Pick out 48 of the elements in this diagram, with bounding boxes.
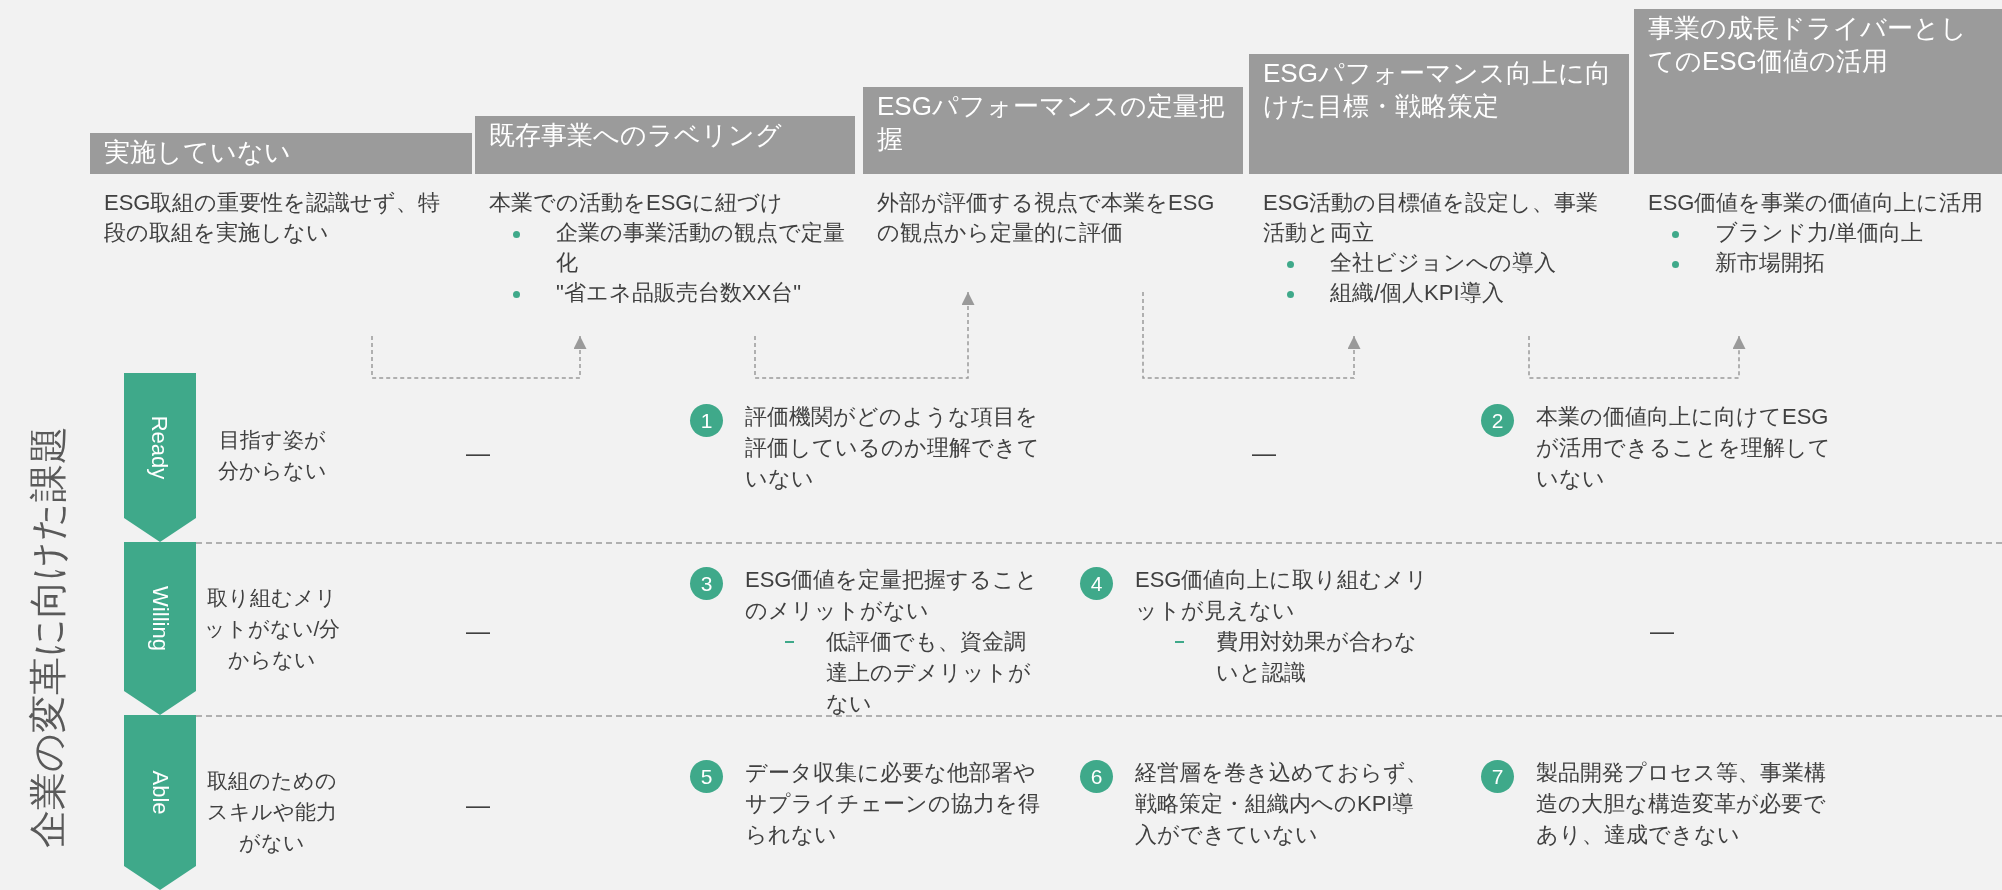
empty-dash-text: ― [466,790,490,820]
issue-text: ESG価値を定量把握することのメリットがない [745,566,1040,625]
description-text: ESG活動の目標値を設定し、事業活動と両立 [1262,189,1600,247]
empty-dash-text: ― [1252,438,1276,468]
issue-text: ESG価値向上に取り組むメリットが見えない [1135,566,1430,625]
bullet-text: "省エネ品販売台数XX台" [556,279,801,307]
header-bar: 実施していない [90,133,472,174]
number-badge: 5 [690,760,723,793]
issue-text: 本業の価値向上に向けてESGが活用できることを理解していない [1536,403,1832,493]
dashed-arrow [1142,291,1361,379]
bullet-text: 組織/個人KPI導入 [1330,279,1504,307]
number-badge: 7 [1481,760,1514,793]
empty-dash-text: ― [466,616,490,646]
bullet-text: 全社ビジョンへの導入 [1330,249,1556,277]
row-label: 取り組むメリットがない/分からない [202,585,342,673]
dashed-arrow [371,335,587,379]
row-label: 目指す姿が分からない [216,427,328,484]
number-badge: 3 [690,567,723,600]
stage-label: Ready [146,415,174,480]
description-text: ESG取組の重要性を認識せず、特段の取組を実施しない [103,189,442,247]
sub-issue-text: 費用対効果が合わないと認識 [1216,628,1418,687]
header-bar: 事業の成長ドライバーとしてのESG価値の活用 [1634,9,2002,174]
bullet-text: 企業の事業活動の観点で定量化 [556,219,846,277]
empty-dash-text: ― [1650,616,1674,646]
description-text: ESG価値を事業の価値向上に活用 [1647,189,1985,217]
description-text: 本業での活動をESGに紐づけ [488,189,785,217]
header-bar: ESGパフォーマンス向上に向けた目標・戦略策定 [1249,54,1629,174]
issue-text: 評価機関がどのような項目を評価しているのか理解できていない [745,403,1041,493]
sub-issue-text: 低評価でも、資金調達上のデメリットがない [826,628,1032,718]
number-badge: 1 [690,404,723,437]
bullet-text: 新市場開拓 [1715,249,1825,277]
issue-text: データ収集に必要な他部署やサプライチェーンの協力を得られない [745,759,1041,849]
dashed-arrow [754,291,975,379]
row-label: 取組のためのスキルや能力がない [206,768,338,856]
description-text: 外部が評価する視点で本業をESGの観点から定量的に評価 [876,189,1216,247]
header-bar: ESGパフォーマンスの定量把握 [863,87,1243,174]
number-badge: 4 [1080,567,1113,600]
issue-text: 製品開発プロセス等、事業構造の大胆な構造変革が必要であり、達成できない [1536,759,1827,849]
empty-dash-text: ― [466,438,490,468]
vertical-title: 企業の変革に向けた課題 [25,426,70,848]
issue-text: 経営層を巻き込めておらず、戦略策定・組織内へのKPI導入ができていない [1135,759,1429,849]
stage-label: Able [146,770,174,815]
stage-label: Willing [146,586,174,651]
number-badge: 2 [1481,404,1514,437]
bullet-text: ブランド力/単価向上 [1715,219,1924,247]
header-bar: 既存事業へのラベリング [475,116,855,174]
dashed-arrow [1528,335,1746,379]
number-badge: 6 [1080,760,1113,793]
